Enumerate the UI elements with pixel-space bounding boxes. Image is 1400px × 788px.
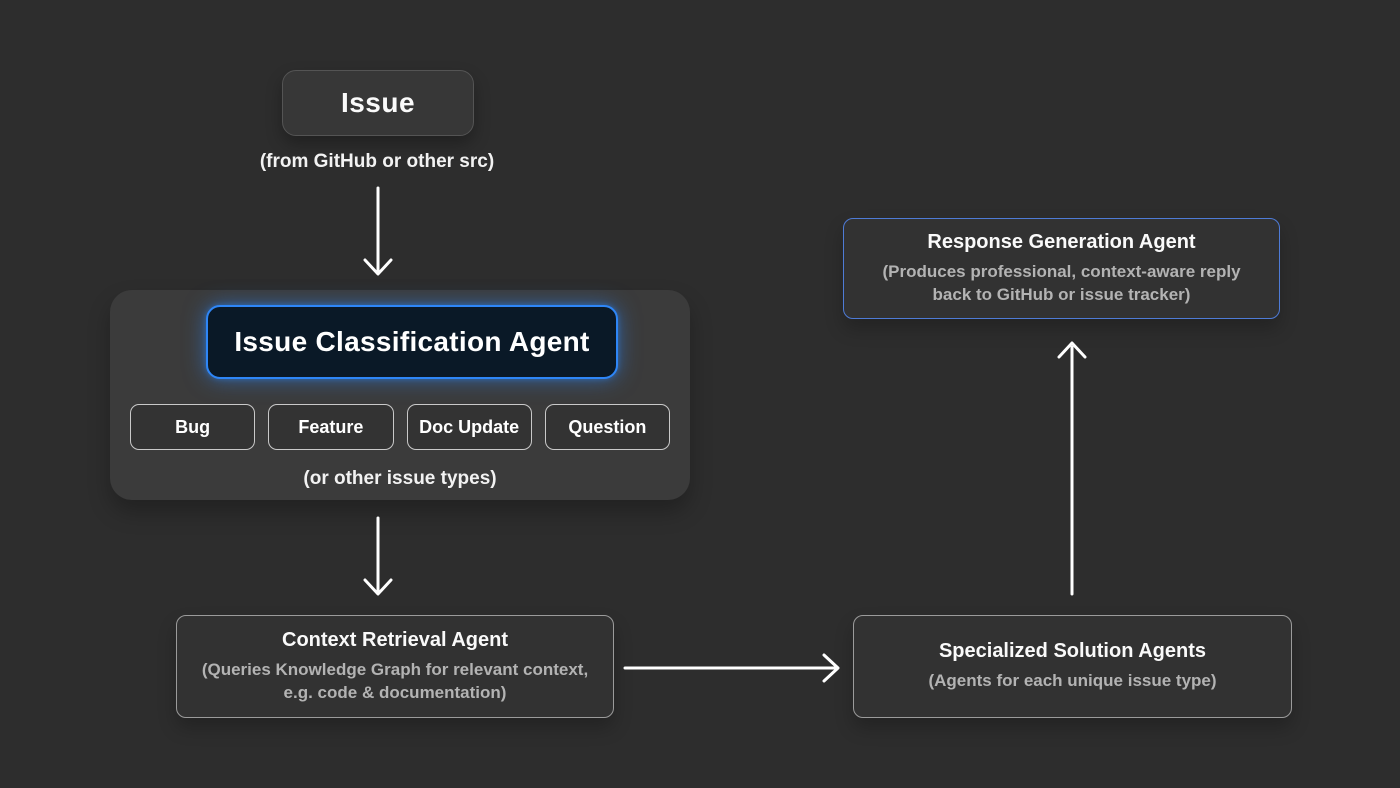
issue-classification-agent-node: Issue Classification Agent [206, 305, 618, 379]
context-retrieval-agent-subtitle-line1: (Queries Knowledge Graph for relevant co… [201, 660, 589, 680]
specialized-solution-agents-title: Specialized Solution Agents [938, 640, 1207, 663]
specialized-solution-agents-node: Specialized Solution Agents (Agents for … [853, 615, 1292, 718]
issue-node-label: Issue [340, 87, 416, 118]
context-retrieval-agent-node: Context Retrieval Agent (Queries Knowled… [176, 615, 614, 718]
tag-doc-update: Doc Update [406, 404, 532, 450]
arrow-specialized-to-response [1057, 341, 1087, 596]
tag-feature: Feature [268, 404, 394, 450]
issue-type-tags-row: Bug Feature Doc Update Question [130, 404, 670, 450]
issue-source-note: (from GitHub or other src) [259, 151, 495, 172]
response-generation-agent-subtitle: (Produces professional, context-aware re… [882, 261, 1240, 306]
arrow-issue-to-classification [363, 186, 393, 276]
context-retrieval-agent-title: Context Retrieval Agent [282, 629, 508, 652]
response-generation-agent-title: Response Generation Agent [927, 231, 1196, 254]
response-generation-agent-subtitle-line2: back to GitHub or issue tracker) [932, 284, 1191, 304]
tag-bug: Bug [130, 404, 256, 450]
arrow-classification-to-context-retrieval [363, 516, 393, 596]
classification-panel: Issue Classification Agent Bug Feature D… [110, 290, 690, 500]
other-issue-types-note: (or other issue types) [303, 468, 497, 489]
response-generation-agent-node: Response Generation Agent (Produces prof… [843, 218, 1280, 319]
context-retrieval-agent-subtitle: (Queries Knowledge Graph for relevant co… [202, 659, 588, 704]
specialized-solution-agents-subtitle: (Agents for each unique issue type) [928, 671, 1217, 691]
tag-question: Question [544, 404, 670, 450]
arrow-context-retrieval-to-specialized [623, 653, 840, 683]
response-generation-agent-subtitle-line1: (Produces professional, context-aware re… [882, 262, 1241, 282]
issue-node: Issue [282, 70, 474, 136]
issue-classification-agent-label: Issue Classification Agent [234, 326, 590, 357]
context-retrieval-agent-subtitle-line2: e.g. code & documentation) [283, 682, 507, 702]
